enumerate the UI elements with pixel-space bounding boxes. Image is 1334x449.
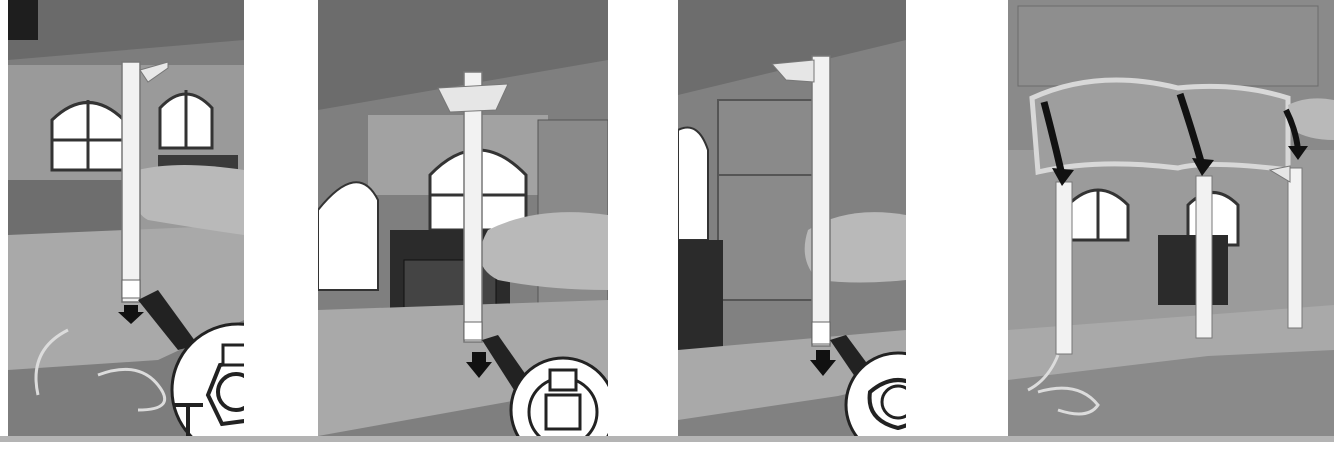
socket-detail-icon — [509, 356, 608, 436]
post — [121, 61, 169, 303]
socket-detail-icon — [170, 322, 244, 436]
arrow-down-icon — [466, 352, 492, 378]
arrow-down-icon — [118, 305, 144, 324]
arrow-down-icon — [810, 350, 836, 376]
step-2-image — [318, 0, 608, 436]
post — [1195, 175, 1213, 339]
post — [1055, 181, 1073, 355]
oven — [1158, 235, 1228, 305]
curved-arrow-icon — [1040, 101, 1066, 176]
post — [770, 55, 831, 347]
post — [1268, 165, 1303, 329]
bottom-rule — [0, 436, 1334, 442]
arched-window — [50, 100, 126, 172]
step-3-image — [678, 0, 906, 436]
oven — [678, 240, 723, 350]
arched-window — [1066, 188, 1130, 242]
arched-window — [158, 90, 214, 150]
awning — [1029, 77, 1291, 176]
step-4-image — [1008, 0, 1334, 436]
step-1-image — [8, 0, 244, 436]
post — [437, 71, 509, 343]
curved-arrow-icon — [1176, 92, 1206, 166]
socket-detail-icon — [844, 351, 906, 436]
